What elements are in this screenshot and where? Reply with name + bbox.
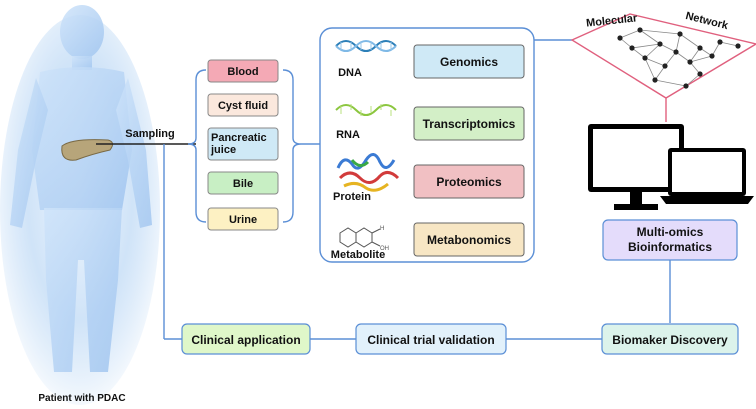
network-edge — [685, 73, 701, 87]
network-edge — [675, 33, 681, 53]
molecule-label: Protein — [333, 191, 371, 203]
network-edge — [679, 33, 701, 49]
network-node — [687, 59, 693, 65]
omics-box-3: Metabonomics — [413, 222, 525, 257]
omics-label: Metabonomics — [427, 233, 511, 247]
svg-text:OH: OH — [380, 246, 389, 252]
network-edge — [631, 43, 661, 49]
patient-caption: Patient with PDAC — [38, 393, 125, 404]
network-edge — [619, 29, 641, 39]
network-edge — [664, 51, 677, 67]
network-edge — [654, 65, 666, 81]
network-edge — [639, 29, 661, 45]
left-bracket — [187, 69, 207, 223]
network-edge — [719, 41, 739, 47]
sample-label: Blood — [227, 66, 258, 78]
sample-label: Bile — [233, 178, 253, 190]
omics-box-1: Transcriptomics — [413, 106, 525, 141]
network-edge — [639, 29, 681, 35]
network-title-left: Molecular — [586, 12, 639, 29]
molecule-label: DNA — [338, 67, 362, 79]
network-edge — [644, 57, 656, 81]
biomarker-discovery-label: Biomaker Discovery — [612, 333, 728, 347]
network-node — [652, 77, 658, 83]
molecule-label: RNA — [336, 129, 360, 141]
network-node — [697, 45, 703, 51]
network-node — [637, 27, 643, 33]
omics-list: GenomicsTranscriptomicsProteomicsMetabon… — [413, 44, 525, 257]
biomarker-discovery-box — [601, 323, 739, 355]
network-edge — [644, 57, 666, 67]
network-node — [662, 63, 668, 69]
network-node — [735, 43, 741, 49]
rna-strand-icon — [335, 104, 397, 116]
sample-label: Urine — [229, 214, 257, 226]
pancreas-icon — [61, 139, 114, 161]
network-node — [717, 39, 723, 45]
sampling-label: Sampling — [125, 128, 175, 140]
omics-box-0: Genomics — [413, 44, 525, 79]
dna-helix-icon — [335, 40, 397, 52]
network-edge — [644, 43, 661, 59]
laptop-computer-icon — [660, 148, 754, 204]
clinical-application-box — [181, 323, 311, 355]
molecular-network — [570, 13, 756, 122]
omics-label: Genomics — [440, 55, 498, 69]
network-edge — [619, 37, 633, 49]
network-edge — [689, 61, 701, 75]
svg-text:H: H — [380, 226, 384, 232]
molecule-label: Metabolite — [331, 249, 385, 261]
network-node — [673, 49, 679, 55]
clinical-trial-validation-label: Clinical trial validation — [367, 333, 494, 347]
network-edge — [631, 47, 646, 59]
metabolite-structure-icon: H OH — [339, 226, 389, 252]
omics-panel — [319, 27, 535, 263]
network-edge — [711, 41, 721, 57]
network-edge — [654, 79, 687, 87]
clinical-trial-validation-box — [355, 323, 507, 355]
sample-box-3: Bile — [207, 171, 279, 195]
omics-label: Proteomics — [436, 175, 502, 189]
network-node — [683, 83, 689, 89]
sample-box-4: Urine — [207, 207, 279, 231]
sample-box-0: Blood — [207, 59, 279, 83]
network-edge — [659, 43, 677, 53]
sample-label: Cyst fluid — [218, 100, 268, 112]
network-node — [629, 45, 635, 51]
network-node — [709, 53, 715, 59]
network-node — [617, 35, 623, 41]
omics-label: Transcriptomics — [423, 117, 516, 131]
network-node — [697, 71, 703, 77]
network-edge — [689, 47, 701, 63]
omics-box-2: Proteomics — [413, 164, 525, 199]
clinical-application-label: Clinical application — [191, 333, 300, 347]
network-edge — [689, 55, 713, 63]
network-node — [677, 31, 683, 37]
protein-structure-icon — [336, 153, 400, 192]
sample-box-1: Cyst fluid — [207, 93, 279, 117]
network-node — [657, 41, 663, 47]
desktop-computer-icon — [588, 124, 684, 210]
right-bracket — [282, 69, 302, 223]
network-node — [642, 55, 648, 61]
network-edge — [675, 51, 691, 63]
patient-figure — [0, 5, 160, 405]
